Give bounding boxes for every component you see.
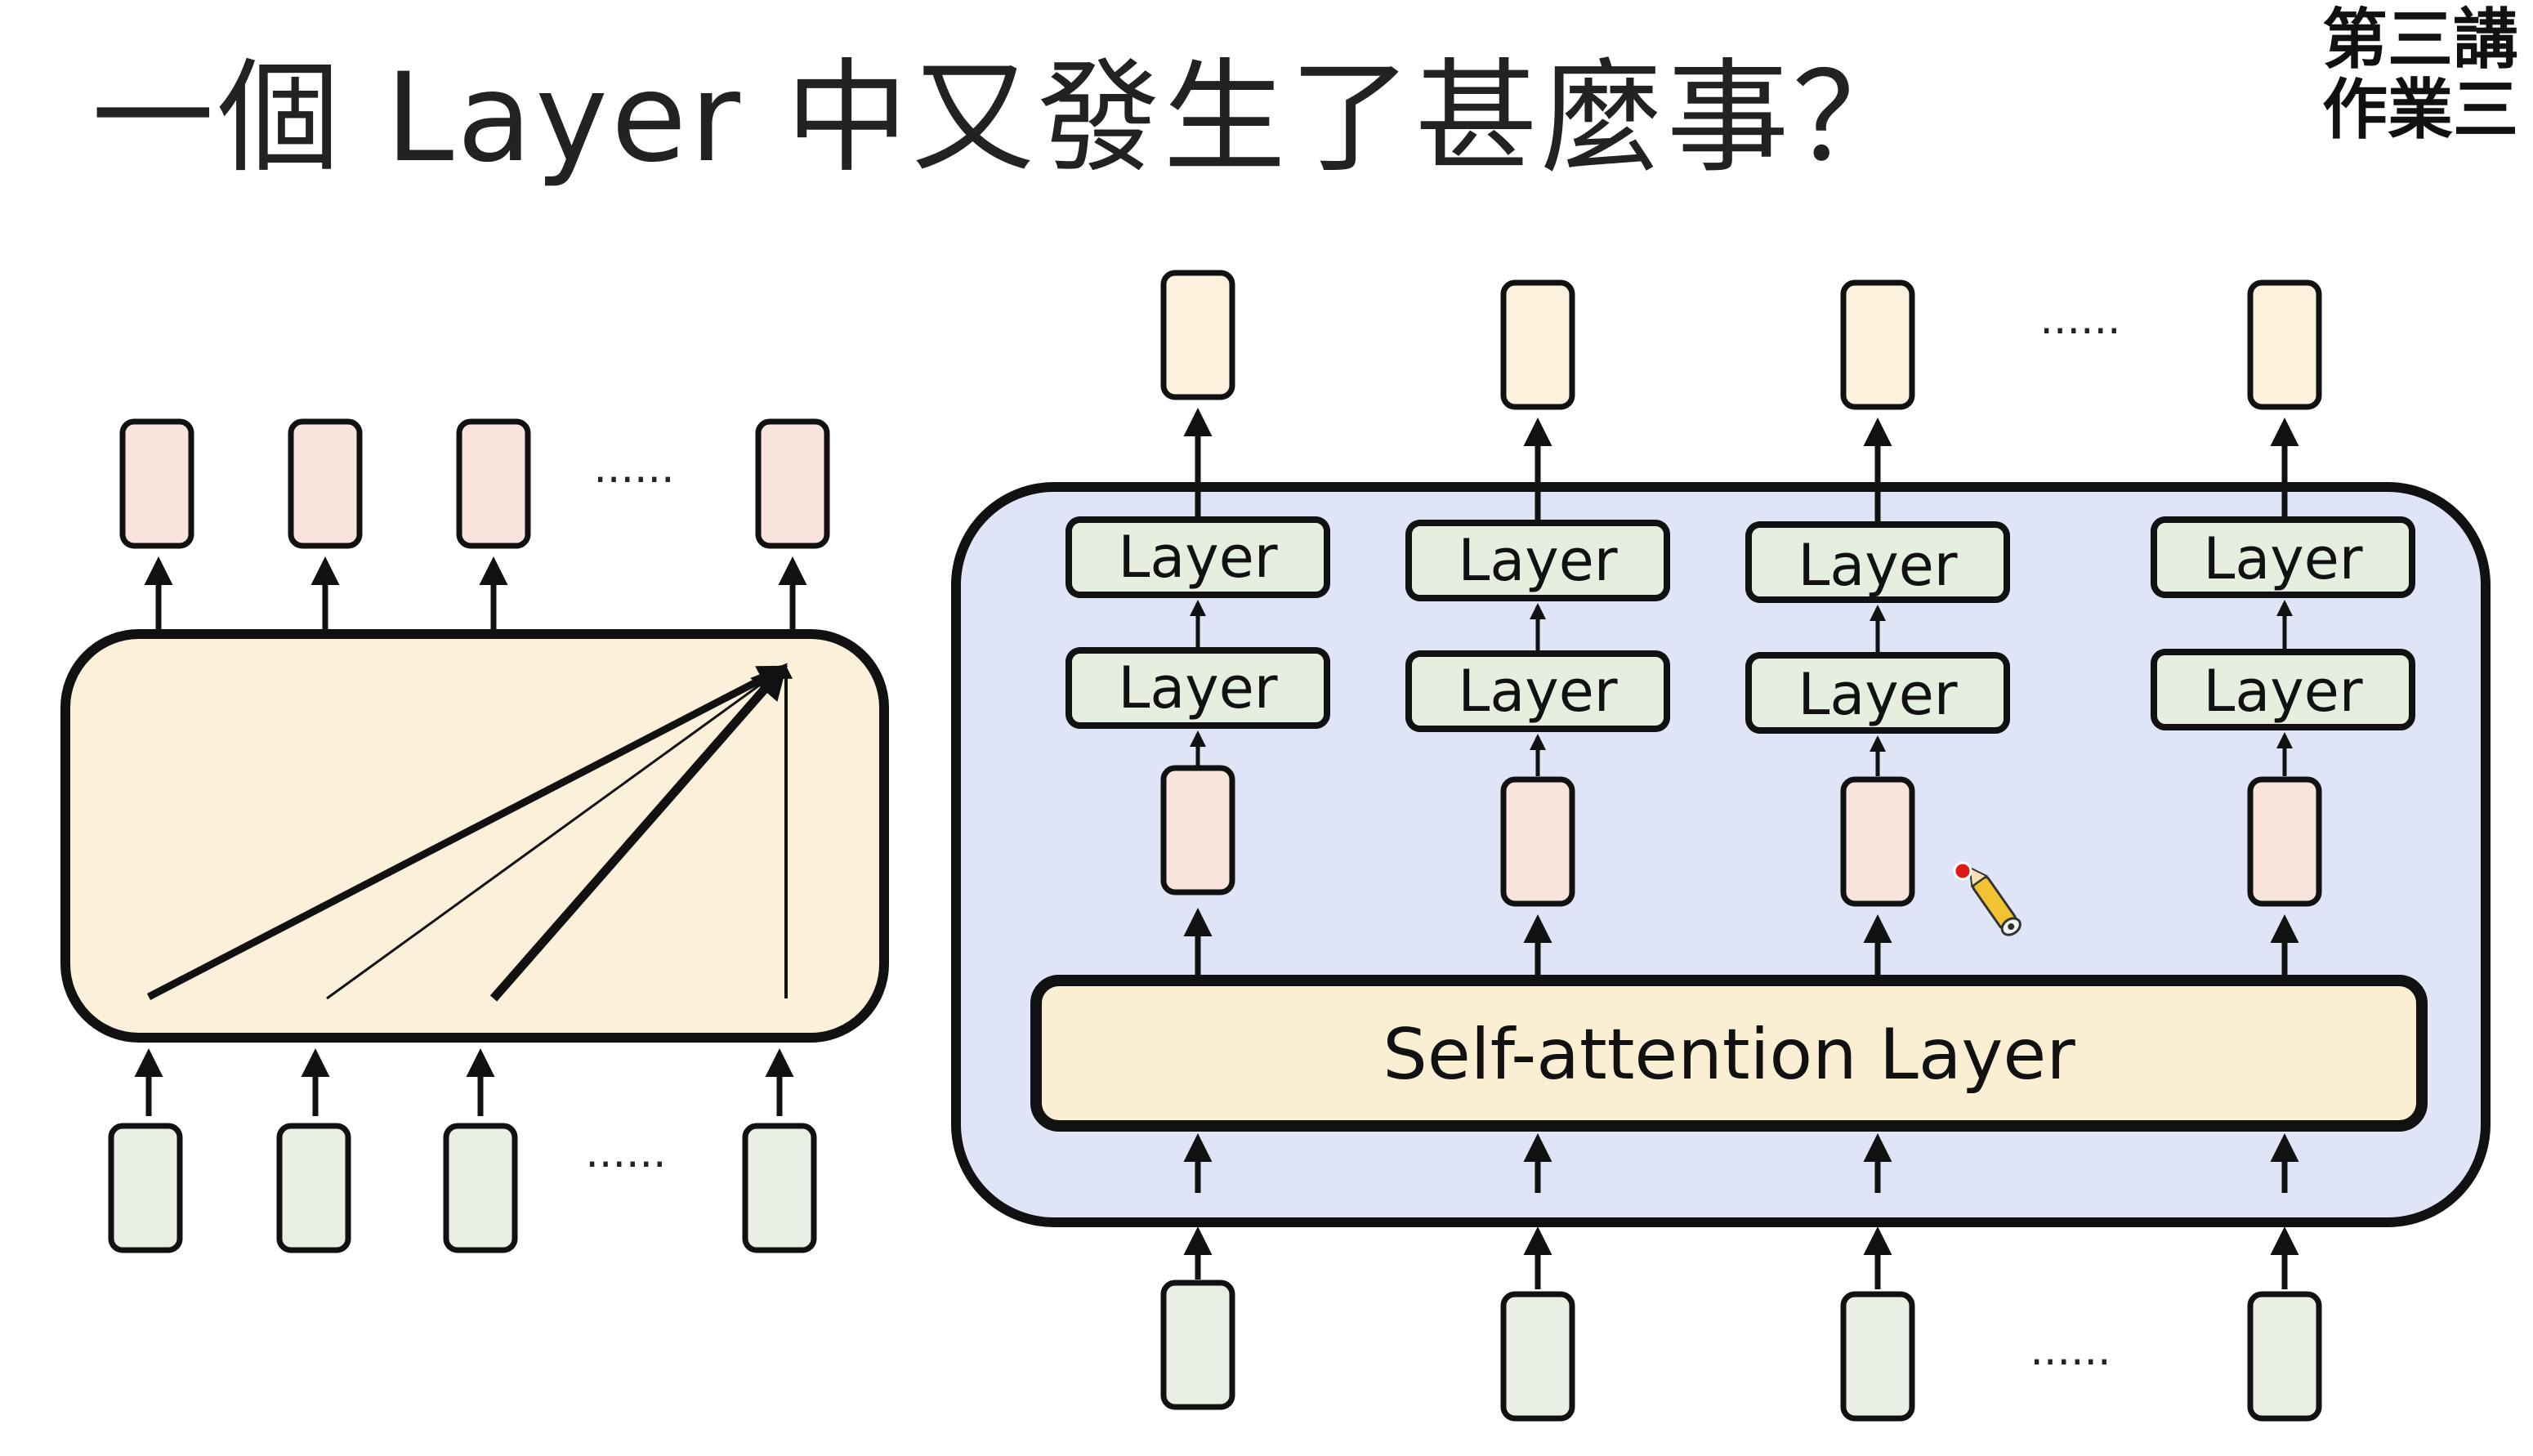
left-output-token: [755, 418, 830, 549]
layer-box: Layer: [1405, 520, 1670, 601]
left-diagram: ...... ......: [60, 418, 889, 1253]
layer-box: Layer: [2151, 516, 2415, 598]
left-input-ellipsis: ......: [585, 1128, 666, 1177]
self-attention-layer: Self-attention Layer: [1030, 975, 2428, 1132]
layer-label: Layer: [2203, 525, 2362, 592]
right-input-token: [1160, 1280, 1235, 1410]
hidden-token: [2247, 776, 2322, 907]
layer-box: Layer: [1405, 650, 1670, 732]
layer-box: Layer: [2151, 649, 2415, 730]
lecture-tag: 第三講 作業三: [2322, 2, 2518, 149]
red-pointer-dot: [1953, 861, 1972, 881]
layer-box: Layer: [1745, 521, 2010, 603]
right-output-ellipsis: ......: [2039, 295, 2120, 344]
layer-label: Layer: [2203, 658, 2362, 725]
left-input-token: [443, 1123, 518, 1253]
pen-pointer-icon: [1968, 866, 2021, 936]
layer-label: Layer: [1798, 532, 1957, 599]
hidden-token: [1840, 776, 1915, 907]
left-output-token: [119, 418, 194, 549]
right-input-token: [2247, 1291, 2322, 1422]
left-output-token: [288, 418, 363, 549]
self-attention-label: Self-attention Layer: [1383, 1014, 2075, 1096]
layer-label: Layer: [1118, 654, 1277, 721]
left-output-ellipsis: ......: [593, 444, 674, 493]
right-input-ellipsis: ......: [2030, 1326, 2111, 1375]
layer-label: Layer: [1458, 527, 1617, 594]
right-output-token: [2247, 279, 2322, 410]
left-input-token: [742, 1123, 817, 1253]
right-diagram: ...... Layer Layer Layer Layer: [951, 270, 2491, 1422]
lecture-tag-line2: 作業三: [2322, 72, 2518, 149]
layer-label: Layer: [1118, 524, 1277, 591]
left-output-token: [456, 418, 531, 549]
slide-title: 一個 Layer 中又發生了甚麼事？: [92, 47, 1919, 190]
right-output-token: [1160, 270, 1235, 400]
layer-box: Layer: [1065, 647, 1330, 729]
left-input-token: [108, 1123, 183, 1253]
layer-label: Layer: [1458, 658, 1617, 725]
lecture-tag-line1: 第三講: [2322, 2, 2518, 78]
right-output-token: [1500, 279, 1575, 410]
left-input-token: [276, 1123, 351, 1253]
right-output-token: [1840, 279, 1915, 410]
right-input-token: [1840, 1291, 1915, 1422]
right-input-token: [1500, 1291, 1575, 1422]
layer-label: Layer: [1798, 661, 1957, 728]
layer-box: Layer: [1745, 652, 2010, 734]
layer-box: Layer: [1065, 516, 1330, 598]
hidden-token: [1500, 776, 1575, 907]
hidden-token: [1160, 765, 1235, 895]
